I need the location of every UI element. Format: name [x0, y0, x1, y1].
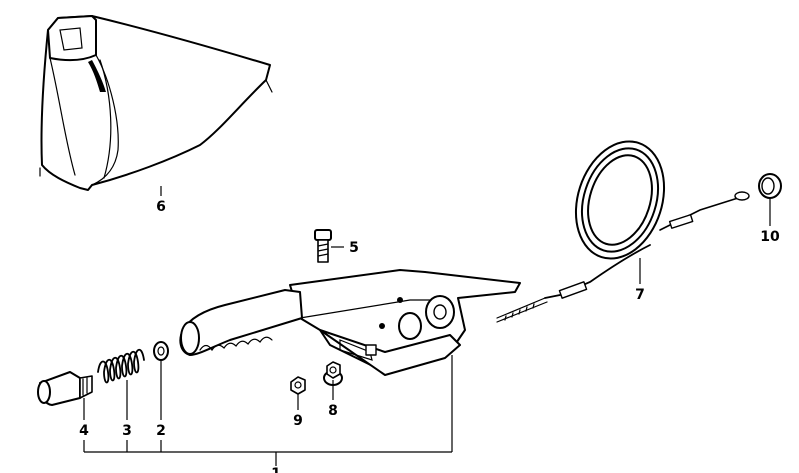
part-3-spring	[97, 348, 145, 384]
callout-9: 9	[293, 413, 303, 429]
callout-8: 8	[328, 403, 338, 419]
part-6-boot-cover	[39, 15, 273, 191]
part-10-grommet	[758, 173, 782, 199]
callout-1: 1	[271, 466, 281, 473]
callout-6: 6	[156, 199, 166, 215]
callout-10: 10	[760, 229, 780, 245]
callout-3: 3	[122, 423, 132, 439]
part-4-push-button	[37, 371, 93, 406]
part-1-lever-assembly	[179, 269, 521, 376]
part-2-washer	[153, 341, 169, 361]
part-5-bolt	[314, 229, 332, 263]
part-9-nut	[290, 376, 306, 395]
callout-4: 4	[79, 423, 89, 439]
callout-labels: 6 5 7 10 9 8 4 3 2 1	[79, 199, 780, 473]
callout-5: 5	[349, 240, 359, 256]
callout-2: 2	[156, 423, 166, 439]
callout-7: 7	[635, 287, 645, 303]
leader-lines	[83, 186, 771, 466]
part-8-flange-nut	[323, 361, 343, 386]
part-7-cable	[496, 140, 750, 323]
